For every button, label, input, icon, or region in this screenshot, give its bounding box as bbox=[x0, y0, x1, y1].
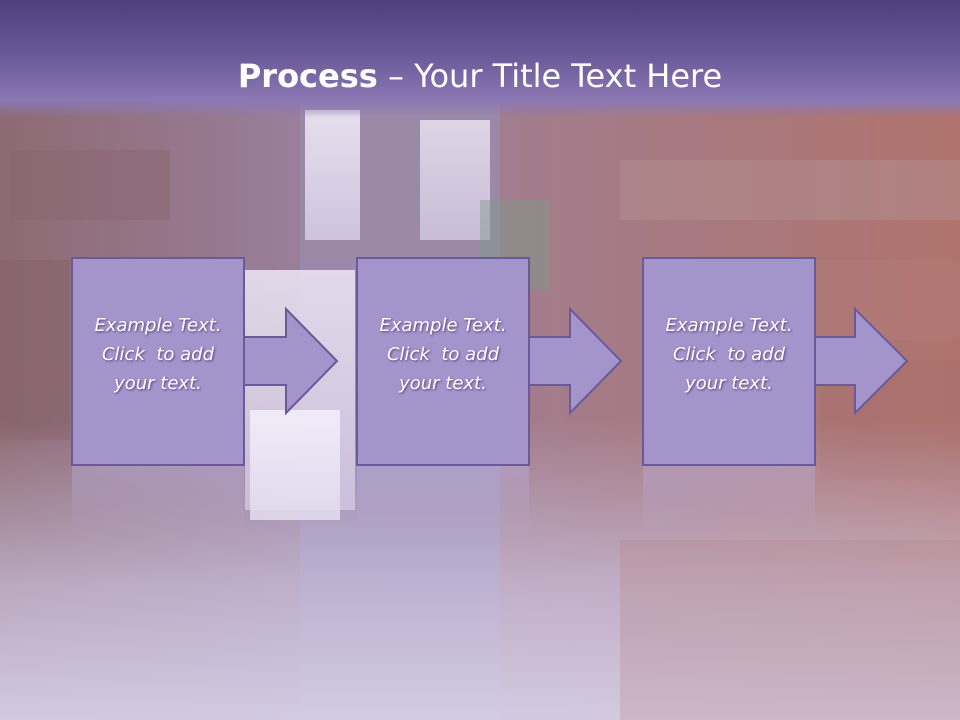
right-arrow-icon bbox=[241, 306, 339, 416]
right-arrow-icon bbox=[812, 306, 909, 416]
step-text-line: Click to add bbox=[672, 344, 785, 365]
step-3-text[interactable]: Example Text. Click to add your text. bbox=[643, 311, 815, 398]
page-title: Process – Your Title Text Here bbox=[0, 56, 960, 96]
step-box bbox=[642, 257, 816, 466]
step-text-line: Example Text. bbox=[379, 315, 507, 336]
step-text-line: Click to add bbox=[386, 344, 499, 365]
process-step-1[interactable] bbox=[71, 257, 339, 536]
title-rest: Your Title Text Here bbox=[414, 57, 723, 95]
step-text-line: Click to add bbox=[101, 344, 214, 365]
step-1-text[interactable]: Example Text. Click to add your text. bbox=[72, 311, 244, 398]
step-box bbox=[356, 257, 530, 466]
step-text-line: Example Text. bbox=[94, 315, 222, 336]
step-text-line: your text. bbox=[399, 373, 487, 394]
step-text-line: your text. bbox=[114, 373, 202, 394]
right-arrow-icon bbox=[526, 306, 623, 416]
process-step-2[interactable] bbox=[356, 257, 623, 536]
step-text-line: Example Text. bbox=[665, 315, 793, 336]
step-box bbox=[71, 257, 245, 466]
title-separator: – bbox=[377, 57, 415, 95]
title-bar bbox=[0, 0, 960, 118]
title-bold: Process bbox=[237, 57, 378, 95]
process-step-3[interactable] bbox=[642, 257, 909, 536]
step-2-text[interactable]: Example Text. Click to add your text. bbox=[357, 311, 529, 398]
step-text-line: your text. bbox=[685, 373, 773, 394]
